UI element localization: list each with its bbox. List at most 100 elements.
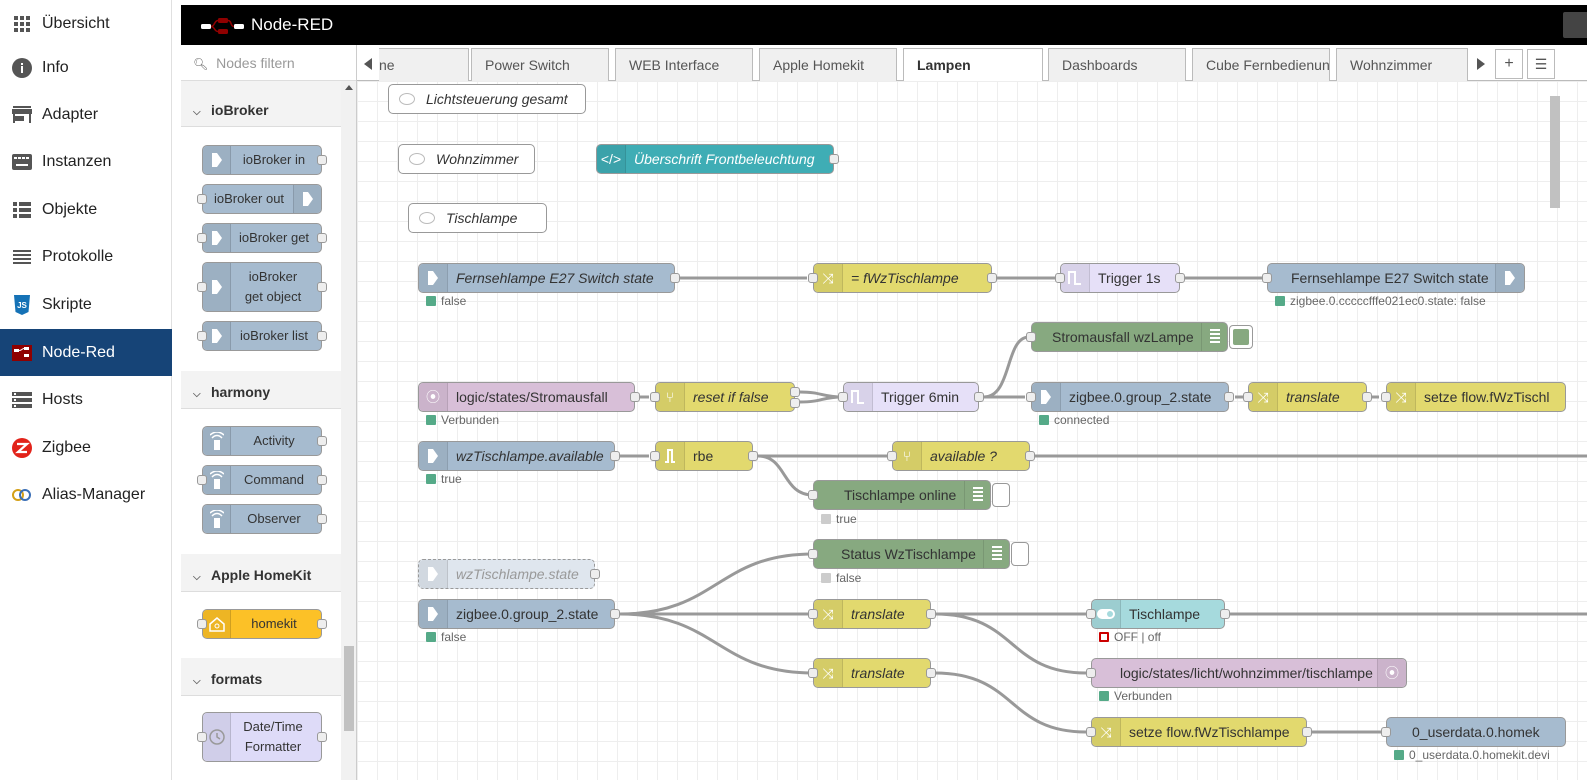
node-change-setze-2[interactable]: ⤨ setze flow.fWzTischlampe [1086,717,1312,747]
palette-node-activity[interactable]: Activity [202,426,327,456]
comment-lichtsteuerung[interactable]: Lichtsteuerung gesamt [388,84,586,114]
output-port [317,619,327,629]
node-mqtt-in-stromausfall[interactable]: ⦿ logic/states/Stromausfall [418,382,640,412]
palette-node-iobroker-list[interactable]: ioBroker list [197,321,327,351]
sidebar-item-info[interactable]: Info [0,44,172,91]
tab-power-switch[interactable]: Power Switch [471,48,609,81]
tab-wohnzimmer[interactable]: Wohnzimmer [1336,48,1468,81]
input-port [1086,668,1096,678]
debug-toggle-button[interactable] [1011,542,1029,566]
sidebar-item-alias-manager[interactable]: Alias-Manager [0,471,172,518]
node-dashboard-switch-tischlampe[interactable]: Tischlampe [1086,599,1230,629]
input-port [1381,392,1391,402]
palette-category-harmony[interactable]: ⌵harmony [181,371,341,409]
tab-cube-fernbedienung[interactable]: Cube Fernbedienung [1192,48,1330,81]
comment-tischlampe[interactable]: Tischlampe [408,203,547,233]
input-port [1381,727,1391,737]
arrow-in-icon [203,224,231,252]
add-flow-button[interactable]: + [1495,49,1523,79]
node-change-translate-2[interactable]: ⤨ translate [808,599,936,629]
sidebar-item-label: Objekte [42,200,98,218]
sidebar-item-label: Adapter [42,105,99,123]
debug-toggle-button[interactable] [1229,325,1253,349]
node-change-translate-1[interactable]: ⤨ translate [1243,382,1372,412]
node-debug-stromausfall[interactable]: Stromausfall wzLampe [1026,322,1253,352]
status-text: zigbee.0.cccccfffe021ec0.state: false [1290,294,1486,308]
node-iobroker-out-group2[interactable]: zigbee.0.group_2.state [1026,382,1234,412]
node-change-fwztischlampe[interactable]: ⤨ = fWzTischlampe [808,263,997,293]
input-port [808,273,818,283]
tab-label: Power Switch [485,57,570,73]
node-status: connected [1039,413,1109,427]
sidebar-item-skripte[interactable]: JS Skripte [0,281,172,328]
flow-list-button[interactable]: ☰ [1527,49,1555,79]
node-label: setze flow.fWzTischl [1424,389,1550,405]
palette-node-datetime-formatter[interactable]: Date/Time Formatter [197,712,327,762]
palette-node-homekit[interactable]: homekit [197,609,327,639]
sidebar-item-node-red[interactable]: Node-Red [0,329,172,376]
zigbee-icon [12,437,32,458]
node-iobroker-in-group2[interactable]: zigbee.0.group_2.state [418,599,620,629]
palette-category-formats[interactable]: ⌵formats [181,658,341,696]
sidebar-item-objekte[interactable]: Objekte [0,186,172,233]
palette-category-iobroker[interactable]: ⌵ioBroker [181,89,341,127]
input-port [197,282,207,292]
palette-category-apple-homekit[interactable]: ⌵Apple HomeKit [181,554,341,592]
node-change-translate-3[interactable]: ⤨ translate [808,658,936,688]
node-debug-tischlampe-online[interactable]: Tischlampe online [808,480,1010,510]
node-switch-reset[interactable]: ⑂ reset if false [650,382,800,412]
palette-node-observer[interactable]: Observer [202,504,327,534]
deploy-button[interactable] [1563,12,1587,38]
plus-icon: + [1504,55,1514,72]
palette-search-input[interactable]: 🔍︎ Nodes filtern [181,45,356,81]
chevron-down-icon: ⌵ [193,107,201,118]
node-label: Überschrift Frontbeleuchtung [634,151,815,167]
comment-wohnzimmer[interactable]: Wohnzimmer [398,144,535,174]
node-iobroker-in-fernsehlampe[interactable]: Fernsehlampe E27 Switch state [418,263,680,293]
node-trigger-6min[interactable]: Trigger 6min [838,382,984,412]
node-iobroker-out-fernsehlampe[interactable]: Fernsehlampe E27 Switch state [1262,263,1525,293]
sidebar-item-adapter[interactable]: Adapter [0,91,172,138]
node-iobroker-in-state-disabled[interactable]: wzTischlampe.state [418,559,600,589]
sidebar-item-zigbee[interactable]: Zigbee [0,424,172,471]
instances-icon [12,152,32,172]
tab-web-interface[interactable]: WEB Interface [615,48,753,81]
node-mqtt-out-tischlampe[interactable]: logic/states/licht/wohnzimmer/tischlampe… [1086,658,1407,688]
tab-lampen[interactable]: Lampen [903,48,1043,82]
node-switch-available[interactable]: ⑂ available ? [887,441,1035,471]
scrollbar-thumb[interactable] [1550,96,1560,208]
palette-node-iobroker-in[interactable]: ioBroker in [202,145,327,175]
palette-category-body: Activity Command Observer [181,409,341,554]
tab-partial[interactable]: ne [379,48,469,81]
scroll-tabs-left-button[interactable] [357,49,379,79]
node-debug-status-wztischlampe[interactable]: Status WzTischlampe [808,539,1029,569]
output-port [1362,392,1372,402]
palette-node-iobroker-get[interactable]: ioBroker get [197,223,327,253]
sidebar-item-protokolle[interactable]: Protokolle [0,233,172,280]
sidebar-item-label: Übersicht [42,14,110,32]
sidebar-item-hosts[interactable]: Hosts [0,376,172,423]
sidebar-item-instanzen[interactable]: Instanzen [0,138,172,185]
node-template-frontbeleuchtung[interactable]: </> Überschrift Frontbeleuchtung [596,144,839,174]
sidebar-item-uebersicht[interactable]: Übersicht [0,0,172,47]
scrollbar-thumb[interactable] [344,646,354,731]
node-change-setze-1[interactable]: ⤨ setze flow.fWzTischl [1381,382,1566,412]
tab-dashboards[interactable]: Dashboards [1048,48,1186,81]
node-trigger-1s[interactable]: Trigger 1s [1055,263,1185,293]
node-rbe[interactable]: rbe [650,441,758,471]
node-iobroker-in-available[interactable]: wzTischlampe.available [418,441,620,471]
status-ring [1099,632,1109,642]
workspace-scrollbar[interactable] [1547,96,1561,780]
node-iobroker-out-homekit[interactable]: 0_userdata.0.homek [1381,717,1566,747]
tab-apple-homekit[interactable]: Apple Homekit [759,48,897,81]
palette-node-iobroker-get-object[interactable]: ioBroker get object [197,262,327,312]
debug-toggle-button[interactable] [992,483,1010,507]
status-text: Verbunden [441,413,500,427]
scroll-tabs-right-button[interactable] [1469,49,1493,79]
arrow-in-icon [419,560,448,588]
palette-node-command[interactable]: Command [197,465,327,495]
palette-scrollbar[interactable] [341,81,356,780]
flow-workspace[interactable]: Lichtsteuerung gesamt Wohnzimmer Tischla… [357,81,1587,780]
node-label: Stromausfall wzLampe [1052,329,1194,345]
palette-node-iobroker-out[interactable]: ioBroker out [197,184,322,214]
